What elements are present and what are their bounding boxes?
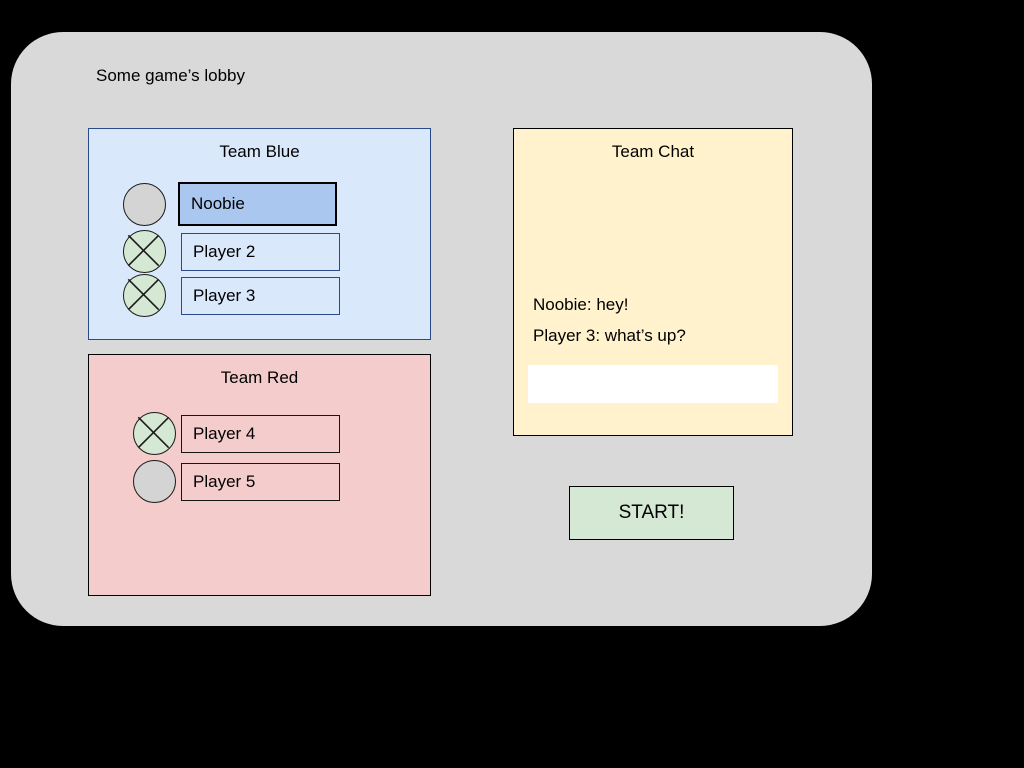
team-panel-red: Team Red Player 4 Player 5 bbox=[88, 354, 431, 596]
circle-icon bbox=[123, 182, 166, 226]
start-button[interactable]: START! bbox=[569, 486, 734, 540]
player-name-plate[interactable]: Player 3 bbox=[181, 276, 340, 315]
player-row[interactable]: Player 3 bbox=[123, 274, 340, 317]
team-red-title: Team Red bbox=[220, 368, 299, 387]
team-blue-title: Team Blue bbox=[219, 142, 300, 161]
team-panel-blue: Team Blue Noobie Player 2 Player 3 bbox=[88, 128, 431, 340]
lobby-window: Some game’s lobby Team Blue Noobie Playe… bbox=[11, 32, 872, 626]
player-name-plate[interactable]: Player 2 bbox=[181, 232, 340, 271]
player-row[interactable]: Player 2 bbox=[123, 230, 340, 273]
player-name-plate[interactable]: Player 4 bbox=[181, 414, 340, 453]
chat-title: Team Chat bbox=[611, 142, 695, 161]
chat-panel: Team Chat Noobie: hey! Player 3: what’s … bbox=[513, 128, 793, 436]
chat-message: Player 3: what’s up? bbox=[533, 326, 686, 345]
player-row[interactable]: Player 5 bbox=[133, 460, 340, 503]
player-row[interactable]: Player 4 bbox=[133, 412, 340, 455]
player-name-plate[interactable]: Noobie bbox=[178, 182, 337, 226]
circle-icon bbox=[133, 460, 176, 503]
chat-message: Noobie: hey! bbox=[533, 295, 629, 314]
page-title: Some game’s lobby bbox=[96, 66, 245, 85]
chat-message-list: Noobie: hey! Player 3: what’s up? bbox=[533, 289, 780, 351]
circle-x-ready-icon bbox=[123, 230, 166, 273]
player-name-plate[interactable]: Player 5 bbox=[181, 462, 340, 501]
circle-x-ready-icon bbox=[133, 412, 176, 455]
chat-input[interactable] bbox=[528, 365, 778, 403]
circle-x-ready-icon bbox=[123, 274, 166, 317]
player-row[interactable]: Noobie bbox=[123, 182, 337, 226]
